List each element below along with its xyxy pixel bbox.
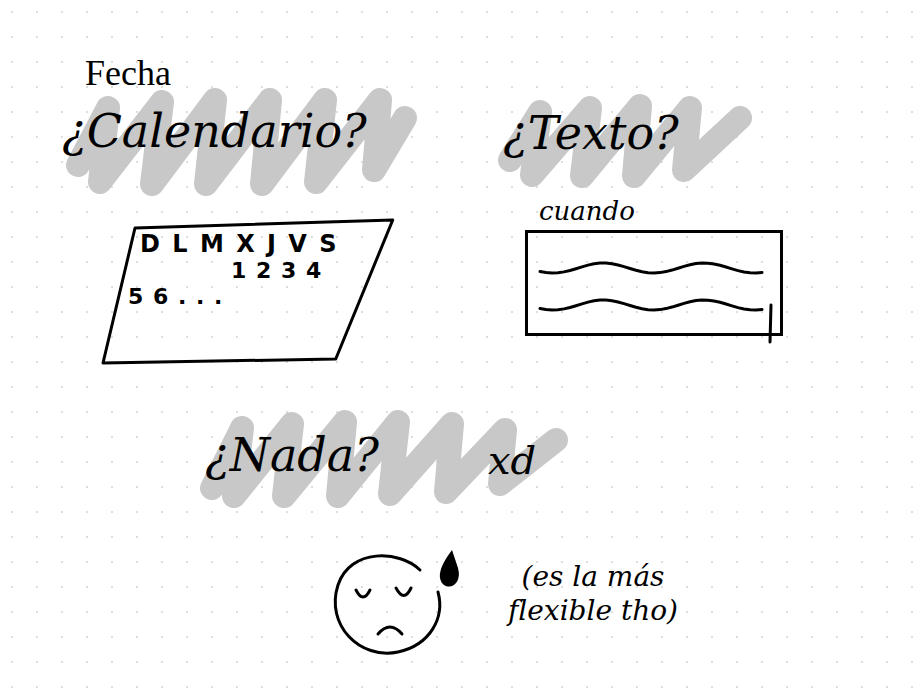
label-holder: ¿Texto? xyxy=(503,106,679,161)
text-field-box: cuando xyxy=(525,196,783,336)
weekday-row: D L M X J V S xyxy=(140,230,339,258)
question-label: ¿Calendario? xyxy=(62,104,367,159)
closed-eye xyxy=(356,590,370,597)
day-row: 5 6 . . . xyxy=(128,284,223,309)
scribble-line xyxy=(540,300,762,310)
label-holder: (es la más flexible tho) xyxy=(483,560,703,627)
parallelogram-outline xyxy=(103,220,393,363)
aside-label: xd xyxy=(488,436,536,484)
frown xyxy=(378,627,402,634)
sad-face xyxy=(335,556,439,653)
scribble-line xyxy=(540,263,762,273)
day-row: 1 2 3 4 xyxy=(231,258,322,283)
question-label: ¿Texto? xyxy=(503,106,679,161)
scribble-lines xyxy=(528,233,780,333)
sweat-drop xyxy=(440,550,459,586)
calendar-box: D L M X J V S1 2 3 4 5 6 . . . xyxy=(103,218,393,363)
closed-eye xyxy=(396,588,411,596)
field-heading: cuando xyxy=(539,196,783,226)
label-holder: ¿Calendario? xyxy=(62,104,367,159)
note-label: (es la más flexible tho) xyxy=(483,560,703,627)
page-title: Fecha xyxy=(85,52,171,94)
question-label: ¿Nada? xyxy=(205,428,379,483)
text-field-border xyxy=(525,230,783,336)
pen-stroke xyxy=(770,305,771,342)
label-holder: ¿Nada? xyxy=(205,428,379,483)
face-outline xyxy=(335,556,439,653)
label-holder: xd xyxy=(488,436,536,484)
title-holder: Fecha xyxy=(85,52,171,94)
